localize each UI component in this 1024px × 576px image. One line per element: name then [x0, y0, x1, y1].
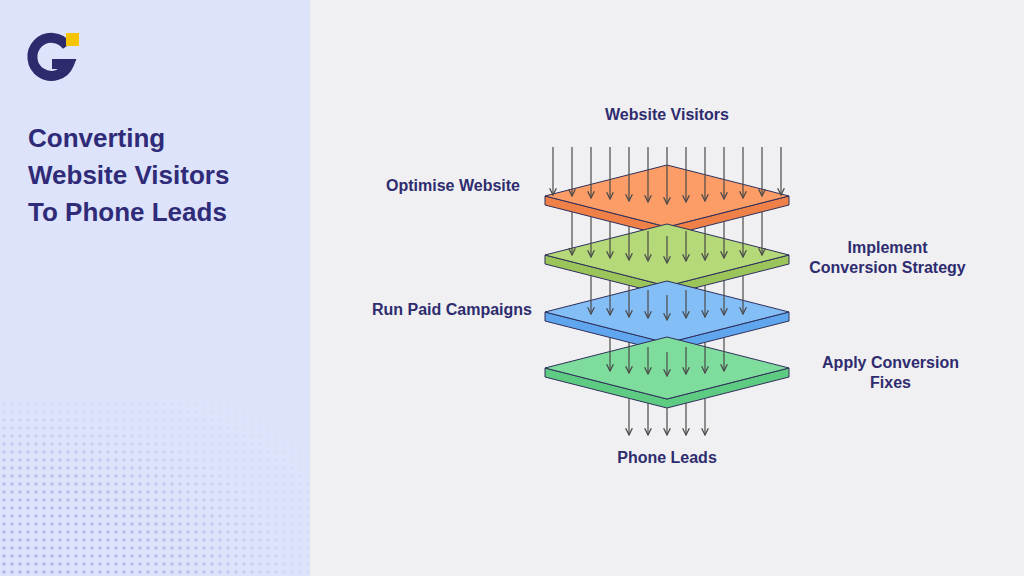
layer-label: Run Paid Campaigns — [372, 300, 532, 320]
plate-shape — [545, 337, 789, 408]
plate-face — [545, 337, 789, 399]
dot-pattern — [0, 400, 310, 576]
flow-arrow — [704, 398, 705, 435]
plate-face — [545, 165, 789, 227]
brand-logo — [26, 30, 86, 86]
layer-label: Optimise Website — [386, 176, 520, 196]
flow-arrow — [780, 147, 781, 195]
flow-arrow — [647, 403, 648, 435]
plate-face — [545, 281, 789, 343]
flow-arrow — [685, 403, 686, 435]
flow-arrow — [552, 147, 553, 195]
layer-plate: Apply Conversion Fixes — [545, 337, 789, 408]
flow-arrow — [628, 398, 629, 435]
layer-label: Implement Conversion Strategy — [805, 238, 970, 278]
layer-label: Apply Conversion Fixes — [808, 353, 973, 393]
plate-face — [545, 224, 789, 286]
page-title: Converting Website Visitors To Phone Lea… — [28, 120, 253, 231]
flow-label: Phone Leads — [617, 448, 717, 468]
flow-arrow — [666, 408, 667, 435]
flow-label: Website Visitors — [605, 105, 729, 125]
